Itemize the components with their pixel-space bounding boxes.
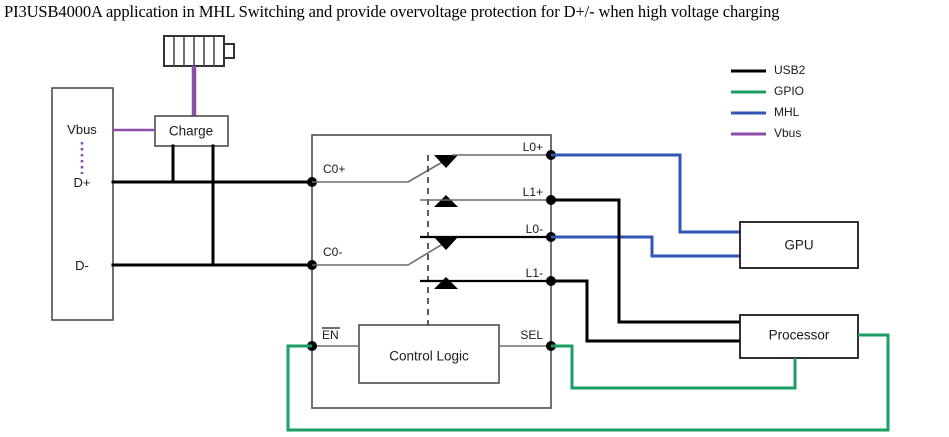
pin-label-l0plus: L0+	[523, 140, 543, 154]
legend-label-gpio: GPIO	[774, 84, 804, 98]
switch-arm-c0plus	[312, 159, 447, 183]
pin-label-l1minus: L1-	[526, 266, 543, 280]
switch-contact-l1plus-icon	[434, 195, 458, 207]
page-title: PI3USB4000A application in MHL Switching…	[4, 2, 780, 21]
connector-block	[51, 87, 114, 321]
processor-block-label: Processor	[769, 328, 830, 343]
wire-gpio-sel-to-processor	[551, 344, 797, 390]
switch-contact-l1minus-icon	[434, 277, 458, 289]
pin-label-c0plus: C0+	[323, 162, 345, 176]
pin-label-en-group: EN	[322, 327, 340, 342]
charge-block-label: Charge	[169, 124, 213, 139]
battery-icon	[163, 35, 235, 67]
connector-pin-label-vbus: Vbus	[67, 122, 97, 137]
wire-usb2-l1minus-to-processor	[549, 279, 742, 343]
connector-pin-label-dplus: D+	[74, 175, 91, 190]
gpu-block	[739, 221, 859, 269]
legend-label-mhl: MHL	[774, 105, 800, 119]
pin-label-l0minus: L0-	[526, 222, 543, 236]
connector-pin-label-dminus: D-	[75, 258, 89, 273]
charge-block	[154, 115, 229, 147]
wire-usb2-l1plus-to-processor	[549, 198, 742, 324]
pin-label-en: EN	[322, 328, 339, 342]
gpu-block-label: GPU	[784, 238, 813, 253]
wire-mhl-l0plus-to-gpu	[551, 153, 740, 234]
legend-label-usb2: USB2	[774, 63, 806, 77]
switch-contact-l0minus-icon	[434, 237, 458, 250]
legend: USB2 GPIO MHL Vbus	[731, 63, 806, 140]
control-logic-label: Control Logic	[389, 349, 469, 364]
switch-contact-l0plus-icon	[434, 155, 458, 168]
pin-label-sel: SEL	[520, 328, 543, 342]
wire-mhl-l0minus-to-gpu	[551, 235, 740, 258]
pin-label-c0minus: C0-	[323, 245, 342, 259]
control-logic-block	[358, 324, 500, 384]
wire-gpio-en-return	[286, 333, 890, 432]
legend-label-vbus: Vbus	[774, 126, 801, 140]
pin-label-l1plus: L1+	[523, 185, 543, 199]
switch-arm-c0minus	[312, 241, 447, 266]
